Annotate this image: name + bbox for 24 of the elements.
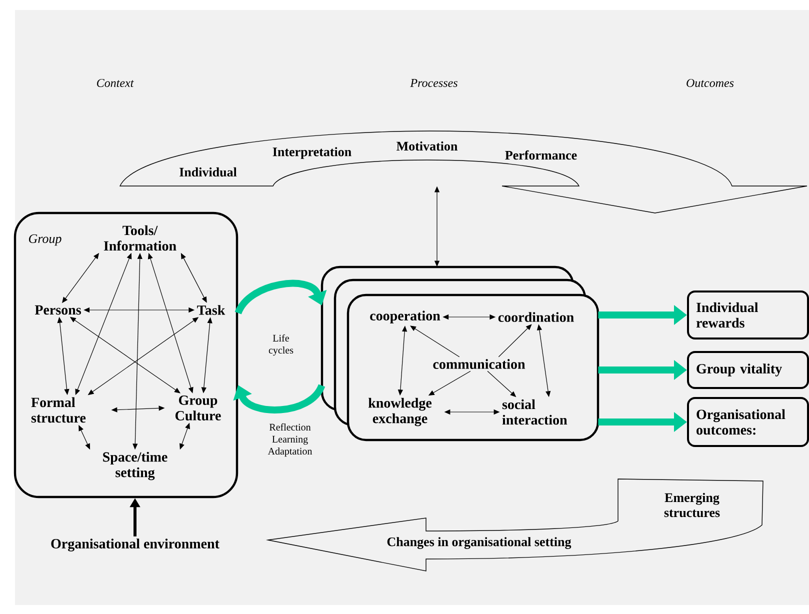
column-heading: Outcomes [686, 78, 734, 88]
factor-label: Persons [34, 305, 81, 315]
process-label: communication [433, 359, 526, 369]
environment-label: Organisational environment [51, 538, 220, 552]
outcome-box: Group vitality [687, 351, 809, 389]
factor-label: Tools/ Information [104, 225, 176, 251]
process-label: knowledge exchange [368, 398, 432, 426]
curved-arrow [235, 280, 327, 315]
process-label: cooperation [370, 310, 440, 324]
cycle-label: Reflection Learning Adaptation [268, 423, 312, 457]
factor-label: Task [197, 305, 226, 315]
curved-arrow [233, 384, 325, 414]
column-heading: Processes [410, 79, 458, 87]
stacked-boxes [320, 266, 600, 442]
outcome-box: Organisational outcomes: [687, 397, 809, 447]
outcome-box: Individual rewards [687, 290, 809, 340]
arrow [498, 324, 532, 358]
cycle-label: Life cycles [268, 334, 294, 356]
factor-label: Space/time setting [103, 452, 168, 480]
process-label: social interaction [502, 399, 568, 425]
process-label: coordination [498, 312, 574, 322]
column-heading: Context [97, 78, 134, 88]
factor-label: Group Culture [175, 396, 221, 420]
factor-label: Formal structure [31, 397, 86, 423]
